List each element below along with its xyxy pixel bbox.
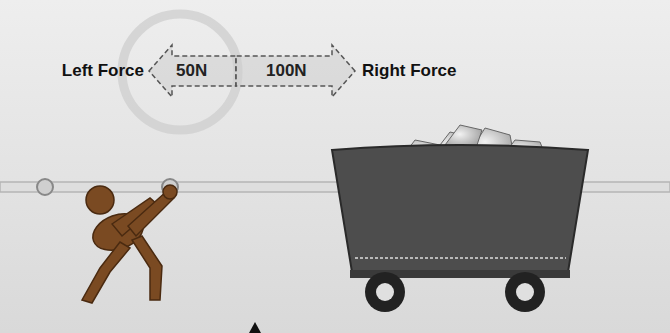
rail-knob — [37, 179, 53, 195]
pointer-arrow — [249, 322, 261, 333]
force-value: 50N — [176, 61, 207, 81]
force-arrow-outline — [236, 45, 355, 97]
force-value: 100N — [266, 61, 307, 81]
force-arrow: 100NRight Force — [236, 44, 356, 98]
force-label: Left Force — [62, 61, 144, 81]
cart-body — [332, 145, 588, 272]
cart-edge — [355, 257, 566, 259]
force-label: Right Force — [362, 61, 456, 81]
force-arrow: Left Force50N — [148, 44, 236, 98]
cart-wheel — [365, 272, 545, 312]
force-arrow-outline — [149, 45, 236, 97]
pushing-figure — [82, 185, 177, 303]
